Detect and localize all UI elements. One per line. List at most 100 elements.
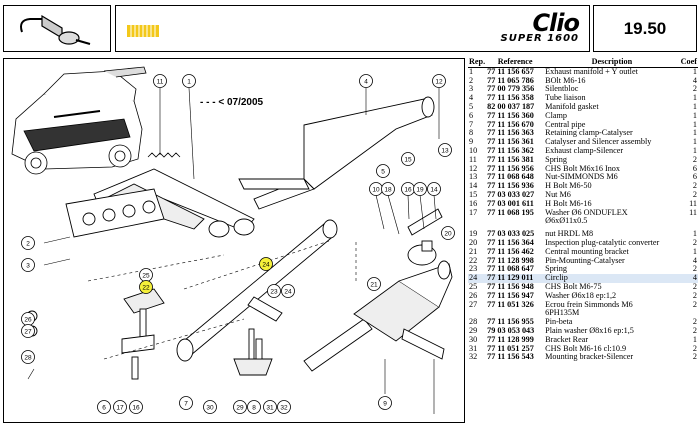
cell-coef: 11 [689,207,697,217]
callout-10: 10 [369,182,383,196]
cell-coef: 1 [692,119,697,129]
date-note: - - - < 07/2005 [200,97,264,108]
spring-part [147,152,181,158]
cell-rep: 32 [469,352,478,362]
callout-label: 11 [157,78,164,85]
callout-4: 4 [359,74,373,88]
description-line: H Bolt M6-16 [545,198,592,208]
exploded-diagram: - - - < 07/2005 [3,58,465,423]
left-bracket [26,288,165,380]
cell-description: H Bolt M6-16 [544,198,679,209]
callout-circle [21,258,35,272]
callout-28: 28 [21,350,35,364]
callout-3: 3 [21,258,35,272]
callout-circle [441,226,455,240]
cell-coef: 2 [692,264,697,274]
callout-label: 20 [444,230,452,237]
cell-reference: 77 03 033 025 [487,229,535,239]
callout-29: 29 [233,400,247,414]
callout-19: 19 [413,182,427,196]
col-rep: Rep. [468,57,487,68]
callout-label: 28 [24,354,32,361]
callout-label: 5 [381,168,385,175]
cell-rep: 2 [469,75,474,85]
callout-15: 15 [401,152,415,166]
cell-description: Spring [544,265,679,274]
description-line: CHS Bolt M6-16 cl:10.9 [545,343,627,353]
description-line: BOlt M6-16 [545,75,586,85]
description-line: Plain washer Ø8x16 ep:1,5 [545,325,634,335]
callout-circle [21,324,35,338]
callout-circle [378,396,392,410]
cell-coef: 1 [692,128,697,138]
cell-rep: 16 [469,198,478,208]
cell-description: nut HRDL M8 [544,229,679,239]
callout-label: 27 [24,328,32,335]
cell-rep: 1 [469,66,474,76]
description-line: Retaining clamp-Catalyser [545,128,633,138]
cell-description: CHS Bolt M6-16 cl:10.9 [544,343,679,354]
cell-rep: 21 [469,246,478,256]
cell-rep: 26 [469,290,478,300]
callout-label: 7 [184,400,188,407]
callout-18: 18 [381,182,395,196]
callout-circle [263,400,277,414]
callout-13: 13 [438,143,452,157]
description-line: Nut-SIMMONDS M6 [545,172,618,182]
cell-coef: 2 [692,181,697,191]
callout-label: 3 [26,262,30,269]
cell-rep: 30 [469,334,478,344]
cell-reference: 77 11 129 011 [486,273,545,283]
cell-description: BOlt M6-16 [544,75,679,86]
description-line: Manifold gasket [545,101,599,111]
cell-coef: 2 [692,299,697,309]
cell-rep: 22 [469,255,478,265]
cell-rep: 24 [468,273,487,283]
cell-reference: 77 11 156 948 [487,281,534,291]
callout-6: 6 [97,400,111,414]
cell-coef: 2 [692,317,697,327]
callout-label: 30 [206,404,214,411]
callout-label: 25 [142,272,150,279]
callout-circle [182,74,196,88]
cell-reference: 77 11 156 381 [487,154,534,164]
callout-label: 12 [435,78,443,85]
cell-description: Manifold gasket [544,101,679,112]
cell-description: Nut-SIMMONDS M6 [544,173,679,182]
callout-circle [179,396,193,410]
clamp-parts [407,208,443,266]
leader-lines [27,87,440,414]
callout-circle [359,74,373,88]
cell-coef: 2 [692,352,697,362]
description-line: Exhaust manifold + Y outlet [545,66,638,76]
cell-reference: 77 11 068 195 [487,207,534,217]
callout-23: 23 [267,284,281,298]
cell-rep: 25 [469,281,478,291]
central-bracket [233,296,283,376]
cell-coef: 6 [692,163,697,173]
callout-circle [401,152,415,166]
callout-label: 10 [372,186,380,193]
cell-rep: 23 [469,264,478,274]
cell-reference: 77 11 156 358 [487,93,534,103]
callout-label: 24 [284,288,292,295]
exhaust-icon [20,14,91,45]
callout-22: 22 [139,280,153,294]
callout-label: 19 [416,186,424,193]
description-line: Central pipe [545,119,586,129]
description-line: Pin-Mounting-Catalyser [545,255,625,265]
